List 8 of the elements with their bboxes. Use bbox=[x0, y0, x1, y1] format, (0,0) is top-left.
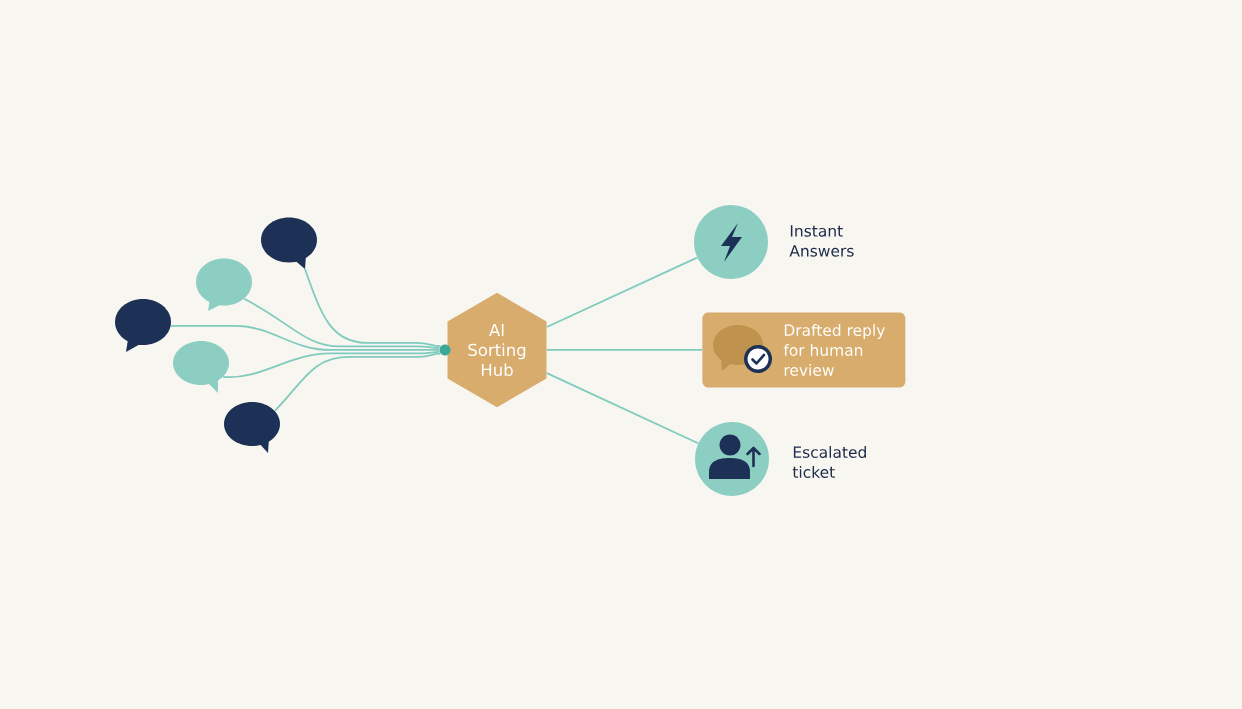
speech-bubble bbox=[261, 217, 317, 269]
speech-bubble bbox=[196, 258, 252, 311]
speech-bubble bbox=[115, 299, 171, 352]
hub-hexagon: AI Sorting Hub bbox=[447, 292, 547, 408]
node-label: Escalated ticket bbox=[792, 446, 866, 478]
speech-bubble bbox=[224, 402, 280, 453]
node-label: Instant Answers bbox=[789, 225, 854, 257]
speech-bubble bbox=[173, 341, 229, 393]
